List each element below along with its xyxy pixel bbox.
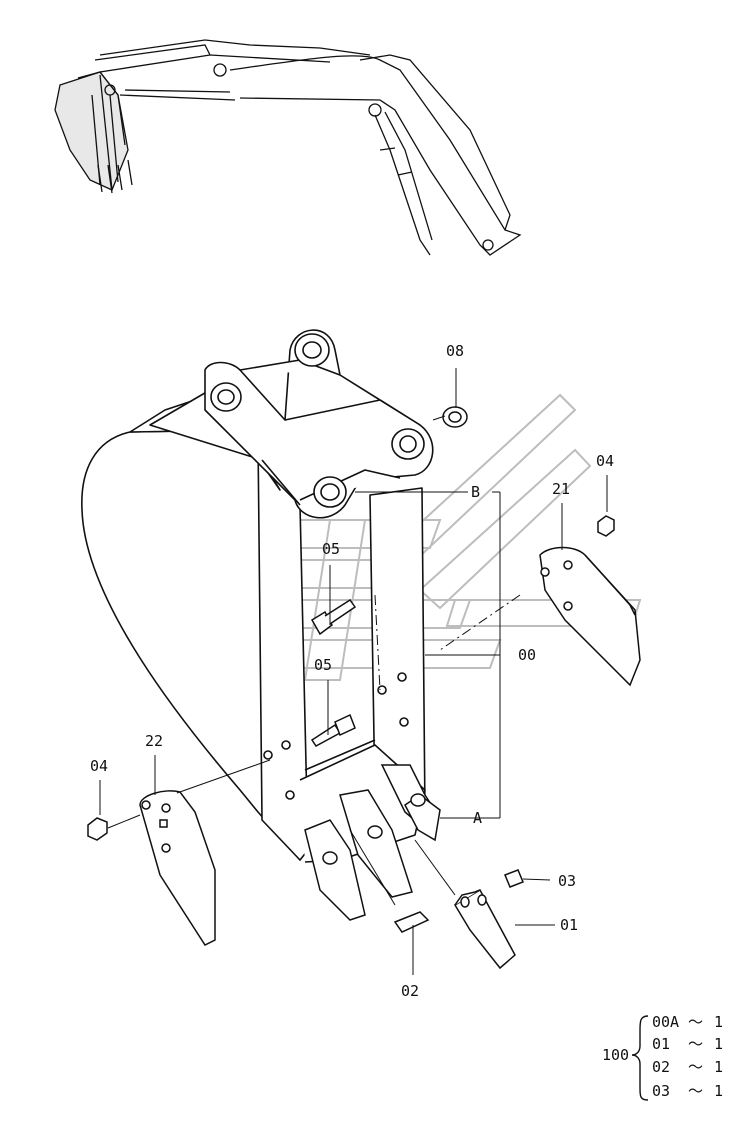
kit-row-qty: 1 bbox=[714, 1013, 723, 1031]
callout-22: 22 bbox=[145, 732, 163, 750]
callout-labels: 08 04 21 B 05 05 00 22 04 A 03 01 02 bbox=[90, 342, 614, 1000]
kit-row: 03 ～ 1 bbox=[652, 1082, 723, 1100]
kit-row-part: 03 bbox=[652, 1082, 670, 1100]
kit-row-qty: 1 bbox=[714, 1082, 723, 1100]
kit-row-qty: 1 bbox=[714, 1035, 723, 1053]
kit-row-sep: ～ bbox=[688, 1082, 703, 1100]
kit-row-qty: 1 bbox=[714, 1058, 723, 1076]
kit-row-sep: ～ bbox=[688, 1058, 703, 1076]
bucket-teeth bbox=[304, 764, 524, 970]
kit-assembly-number: 100 bbox=[602, 1046, 629, 1064]
callout-B: B bbox=[471, 483, 480, 501]
callout-21: 21 bbox=[552, 480, 570, 498]
kit-row-sep: ～ bbox=[688, 1013, 703, 1031]
callout-04-right: 04 bbox=[596, 452, 614, 470]
callout-05-upper: 05 bbox=[322, 540, 340, 558]
kit-row-sep: ～ bbox=[688, 1035, 703, 1053]
callout-03: 03 bbox=[558, 872, 576, 890]
callout-A: A bbox=[473, 809, 482, 827]
side-cutters bbox=[139, 546, 641, 946]
kit-row-part: 02 bbox=[652, 1058, 670, 1076]
kit-row: 01 ～ 1 bbox=[652, 1035, 723, 1053]
nuts-washers bbox=[87, 406, 615, 841]
bolts bbox=[310, 598, 357, 747]
kit-row: 00A ～ 1 bbox=[652, 1013, 723, 1031]
leader-lines bbox=[99, 368, 608, 975]
kit-table: 100 00A ～ 1 01 ～ 1 02 ～ 1 03 ～ 1 bbox=[602, 1013, 723, 1101]
callout-01: 01 bbox=[560, 916, 578, 934]
callout-05-lower: 05 bbox=[314, 656, 332, 674]
kit-brace bbox=[631, 1015, 649, 1101]
callout-00: 00 bbox=[518, 646, 536, 664]
bucket-body bbox=[81, 329, 434, 863]
callout-08: 08 bbox=[446, 342, 464, 360]
callout-02: 02 bbox=[401, 982, 419, 1000]
kit-row-part: 00A bbox=[652, 1013, 679, 1031]
kit-row-part: 01 bbox=[652, 1035, 670, 1053]
excavator-arm-inset bbox=[54, 39, 522, 256]
kit-row: 02 ～ 1 bbox=[652, 1058, 723, 1076]
callout-04-left: 04 bbox=[90, 757, 108, 775]
